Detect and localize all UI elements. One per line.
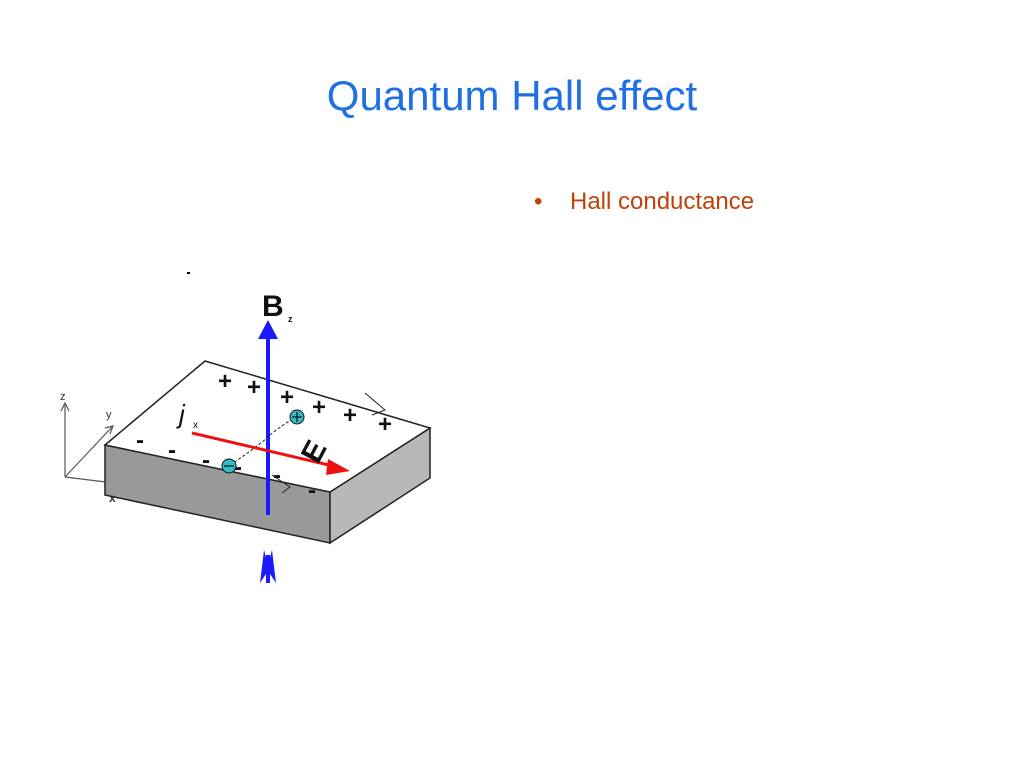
speck (187, 272, 190, 274)
field-arrow-lower-head (260, 550, 276, 583)
minus-sign: - (136, 427, 144, 454)
field-label-subscript: z (288, 314, 293, 324)
minus-sign: - (308, 477, 316, 504)
hall-effect-svg: z y x B z + + (60, 272, 432, 583)
efield-arrow-line (191, 431, 334, 468)
axis-label-x: x (109, 491, 116, 505)
efield-arrow-head (326, 459, 350, 475)
y-axis-line (64, 426, 113, 478)
y-axis-arrowhead (104, 425, 114, 435)
field-arrow-lower (260, 550, 276, 583)
axis-label-z: z (60, 391, 66, 403)
plus-sign: + (280, 384, 294, 411)
negative-charges: - - - - - - (136, 427, 316, 504)
hall-effect-diagram: z y x B z + + (50, 265, 450, 600)
field-label-B: B (262, 290, 284, 323)
field-arrow-upper-head (258, 320, 278, 339)
positive-charges: + + + + + + (218, 368, 392, 438)
field-arrow-upper (258, 320, 278, 515)
negative-carrier (221, 458, 237, 474)
plus-sign: + (343, 402, 357, 429)
carrier-trajectory (229, 416, 297, 466)
plus-sign: + (378, 411, 392, 438)
plus-sign: + (247, 374, 261, 401)
minus-sign: - (273, 462, 281, 489)
minus-sign: - (234, 454, 242, 481)
positive-carrier (289, 409, 305, 425)
current-label-subscript: x (193, 420, 198, 431)
minus-sign: - (202, 447, 210, 474)
minus-sign: - (168, 437, 176, 464)
deflection-mark (271, 474, 291, 494)
bullet-dot-icon: • (534, 188, 543, 215)
plus-sign: + (312, 394, 326, 421)
bullet-item: • Hall conductance (530, 186, 754, 218)
bullet-list: • Hall conductance (530, 186, 754, 218)
z-axis-arrowhead (60, 401, 70, 412)
bullet-text: Hall conductance (570, 188, 755, 215)
current-label-j: j (176, 399, 186, 429)
axis-label-y: y (106, 409, 112, 421)
plus-sign: + (218, 368, 232, 395)
electric-field-arrow (191, 431, 350, 475)
deflection-mark (364, 392, 386, 416)
slide-title: Quantum Hall effect (326, 72, 698, 119)
